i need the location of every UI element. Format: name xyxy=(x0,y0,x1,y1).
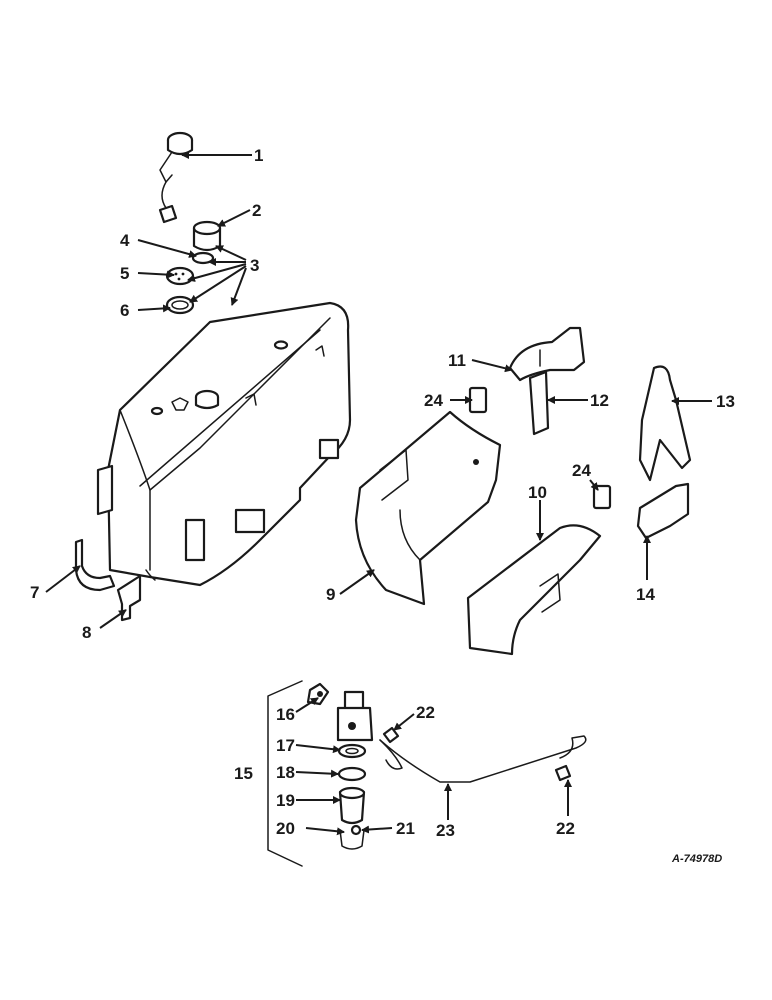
elbow-fitting-16 xyxy=(306,682,330,706)
side-bracket-13 xyxy=(638,365,692,482)
strainer-disc-17 xyxy=(337,743,367,759)
bail-clamp-20 xyxy=(339,829,365,850)
tank-strap-bracket-7 xyxy=(74,538,116,592)
sediment-bowl-19 xyxy=(338,786,366,825)
support-plate-14 xyxy=(636,482,690,540)
callout-labels: 1 2 3 4 5 6 7 8 9 10 11 12 13 14 15 16 1… xyxy=(30,146,735,840)
clip-24b xyxy=(592,484,612,510)
fitting-22b xyxy=(554,764,572,782)
callout-18: 18 xyxy=(276,763,295,782)
callout-20: 20 xyxy=(276,819,295,838)
clip-24a xyxy=(468,386,488,414)
callout-22-top: 22 xyxy=(416,703,435,722)
callout-16: 16 xyxy=(276,705,295,724)
fuel-line-23 xyxy=(379,735,587,783)
callout-13: 13 xyxy=(716,392,735,411)
reference-code: A-74978D xyxy=(671,853,722,865)
seal-ring xyxy=(165,295,195,315)
callout-12: 12 xyxy=(590,391,609,410)
callout-14: 14 xyxy=(636,585,655,604)
callout-23: 23 xyxy=(436,821,455,840)
leader-lines xyxy=(45,151,712,836)
callout-11: 11 xyxy=(448,351,466,370)
callout-2: 2 xyxy=(252,201,261,220)
shutoff-valve-body xyxy=(336,690,374,742)
tank-shield-left xyxy=(354,410,502,606)
callout-22-right: 22 xyxy=(556,819,575,838)
callout-24-left: 24 xyxy=(424,391,443,410)
tank-strap-bracket-8 xyxy=(116,574,142,622)
callout-10: 10 xyxy=(528,483,547,502)
support-bracket-12 xyxy=(528,370,550,436)
fuel-tank xyxy=(96,301,352,587)
strainer-screen xyxy=(165,266,195,286)
callout-8: 8 xyxy=(82,623,91,642)
filler-cap-with-chain xyxy=(158,131,194,224)
callout-5: 5 xyxy=(120,264,129,283)
callout-15: 15 xyxy=(234,764,253,783)
callout-7: 7 xyxy=(30,583,39,602)
callout-19: 19 xyxy=(276,791,295,810)
assembly-bracket-15 xyxy=(267,680,303,867)
bowl-gasket-18 xyxy=(337,766,367,782)
tank-shield-right xyxy=(466,524,602,656)
callout-4: 4 xyxy=(120,231,130,250)
mounting-bracket-11 xyxy=(508,326,586,382)
callout-24-right: 24 xyxy=(572,461,591,480)
callout-21: 21 xyxy=(396,819,415,838)
callout-9: 9 xyxy=(326,585,335,604)
callout-1: 1 xyxy=(254,146,263,165)
callout-17: 17 xyxy=(276,736,295,755)
callout-6: 6 xyxy=(120,301,129,320)
fitting-22a xyxy=(382,726,400,744)
thumb-nut-21 xyxy=(350,824,362,836)
callout-3: 3 xyxy=(250,256,259,275)
